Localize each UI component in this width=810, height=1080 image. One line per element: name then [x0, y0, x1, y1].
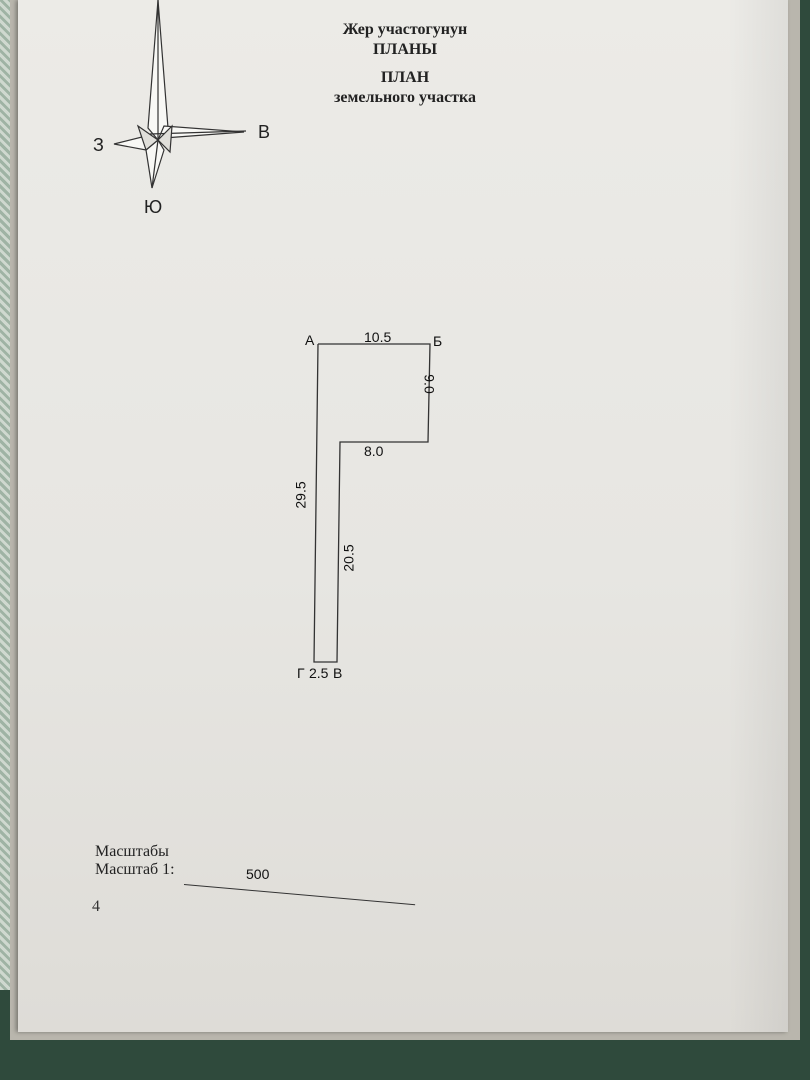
dim-right-upper: 9.0: [421, 374, 438, 394]
title-line-ky: Жер участогунун: [342, 21, 468, 38]
point-v-label: В: [333, 665, 343, 681]
dim-top: 10.5: [364, 329, 392, 345]
point-g-label: Г: [297, 665, 305, 681]
page-number: 4: [92, 898, 100, 915]
scale-value: 500: [246, 866, 270, 882]
point-a-label: А: [305, 332, 315, 348]
compass-west-label: З: [93, 135, 104, 155]
compass-south-label: Ю: [144, 197, 163, 217]
dim-bottom: 2.5: [309, 665, 329, 681]
land-plot-outline: [313, 343, 431, 663]
dim-inner-vertical: 20.5: [340, 544, 357, 572]
dim-inner-horizontal: 8.0: [364, 443, 384, 459]
title-plany: ПЛАНЫ: [372, 41, 438, 58]
point-b-label: Б: [433, 333, 443, 349]
compass-rose-icon: [113, 0, 247, 189]
scale-label-ru: Масштаб 1:: [95, 861, 175, 878]
scale-caption: Масштабы Масштаб 1:: [95, 843, 175, 879]
page-shadow: [728, 0, 788, 1032]
title-line-ru: земельного участка: [333, 89, 476, 106]
title-plan: ПЛАН: [380, 69, 430, 86]
scale-label-ky: Масштабы: [95, 843, 169, 860]
compass-east-label: В: [258, 122, 271, 142]
document-page: [18, 0, 788, 1032]
title-block: Жер участогунун ПЛАНЫ ПЛАН земельного уч…: [300, 20, 510, 108]
dim-left: 29.5: [292, 481, 309, 509]
